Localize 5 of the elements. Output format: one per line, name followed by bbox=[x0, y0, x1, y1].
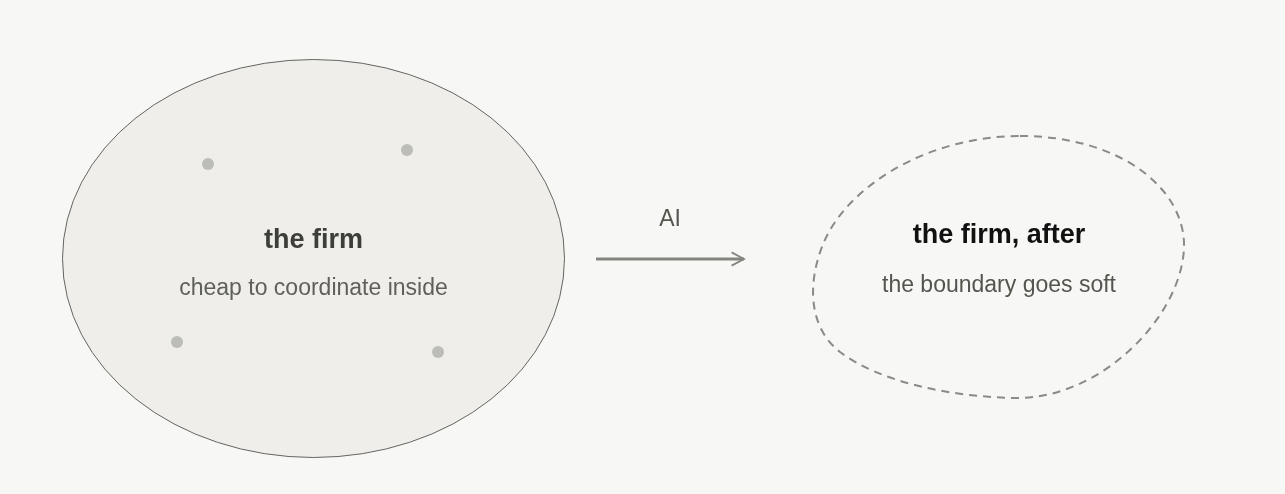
node-subtitle: the boundary goes soft bbox=[882, 271, 1116, 299]
node-title: the firm, after bbox=[912, 217, 1086, 251]
arrow bbox=[596, 251, 745, 267]
node-title: the firm bbox=[264, 222, 363, 256]
node-subtitle: cheap to coordinate inside bbox=[179, 274, 448, 302]
